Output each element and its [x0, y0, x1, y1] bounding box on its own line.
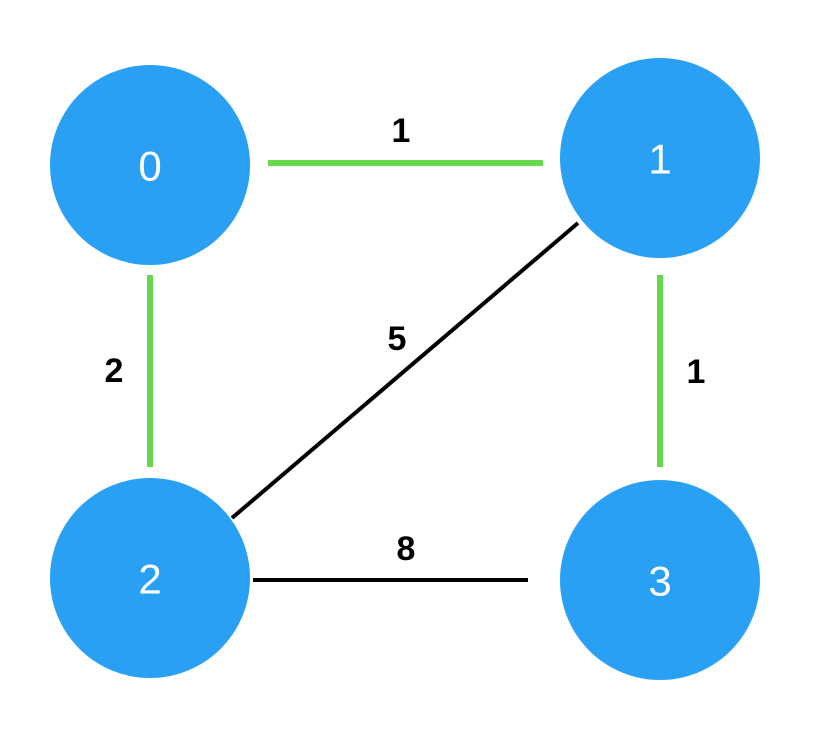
- graph-node-0[interactable]: 0: [50, 65, 250, 265]
- node-label-3: 3: [648, 558, 671, 605]
- node-label-1: 1: [648, 136, 671, 183]
- node-label-0: 0: [138, 143, 161, 190]
- graph-node-1[interactable]: 1: [560, 58, 760, 258]
- edge-labels-layer: 1 2 1 5 8: [105, 112, 706, 568]
- graph-node-2[interactable]: 2: [50, 478, 250, 678]
- edge-weight-label-0-1: 1: [392, 112, 411, 150]
- edge-weight-label-2-3: 8: [397, 530, 416, 568]
- edge-weight-label-1-3: 1: [687, 353, 706, 391]
- node-label-2: 2: [138, 556, 161, 603]
- nodes-layer: 0 1 2 3: [50, 58, 760, 680]
- graph-node-3[interactable]: 3: [560, 480, 760, 680]
- node-circle-0[interactable]: [50, 65, 250, 265]
- graph-edge-2-1: [230, 221, 580, 520]
- edge-weight-label-2-1: 5: [388, 320, 407, 358]
- node-circle-3[interactable]: [560, 480, 760, 680]
- edge-weight-label-0-2: 2: [105, 352, 124, 390]
- node-circle-2[interactable]: [50, 478, 250, 678]
- edges-layer: [147, 160, 663, 582]
- node-circle-1[interactable]: [560, 58, 760, 258]
